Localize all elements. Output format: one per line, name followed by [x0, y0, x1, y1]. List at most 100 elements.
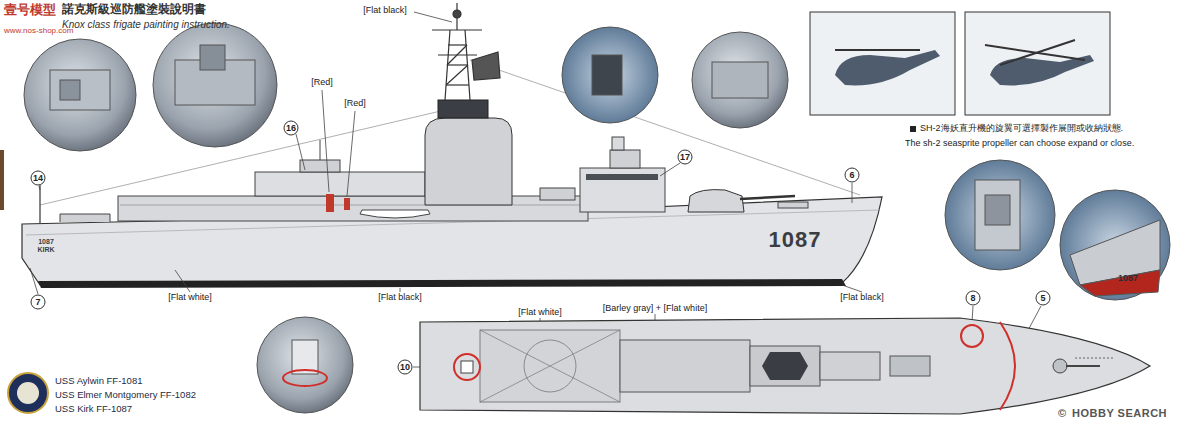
- detail-photo: [257, 317, 353, 413]
- helicopter-inset: [835, 49, 920, 51]
- leader-line: [39, 186, 40, 190]
- mast: [472, 52, 500, 80]
- leader-line: [414, 12, 452, 22]
- helicopter-inset: [810, 12, 955, 115]
- mast: [453, 10, 461, 18]
- detail-photo: [24, 23, 1170, 413]
- detail-photo: [200, 45, 225, 70]
- hull-side: [39, 185, 40, 223]
- deck-plan: [480, 330, 620, 402]
- helicopter-inset: [965, 12, 1110, 115]
- leader-line: [175, 270, 190, 292]
- wood-edge: [0, 150, 4, 210]
- mast: [446, 84, 469, 85]
- color-label: [Flat black]: [363, 5, 407, 15]
- deck-plan: [620, 340, 750, 392]
- color-label: [Flat white]: [516, 307, 564, 317]
- superstructure: [344, 198, 350, 210]
- leader-line: [30, 268, 38, 294]
- callout-circle: [31, 171, 45, 185]
- gun-turret: [688, 190, 744, 212]
- color-label: [Flat black]: [378, 292, 422, 302]
- mast: [438, 54, 477, 55]
- superstructure: [326, 194, 334, 212]
- color-label: [Red]: [344, 98, 366, 108]
- superstructure: [612, 137, 624, 150]
- superstructure: [580, 168, 665, 212]
- hull-number: 1087: [769, 227, 822, 252]
- deck-plan: [420, 318, 1150, 414]
- callout-number: 17: [680, 152, 690, 162]
- leader-line: [852, 183, 853, 203]
- deck-plan: [820, 352, 880, 380]
- leader-line: [30, 12, 1041, 367]
- deck-plan: [420, 318, 1150, 414]
- callout-circle: [398, 360, 412, 374]
- mast: [432, 3, 500, 100]
- callout-number: 16: [286, 123, 296, 133]
- superstructure: [438, 100, 488, 118]
- superstructure: [320, 140, 321, 160]
- navy-seal: [8, 373, 48, 413]
- callout-circle: [966, 291, 980, 305]
- callout-circle: [845, 168, 859, 182]
- superstructure: [118, 196, 588, 221]
- deck-plan: [890, 356, 930, 376]
- leader-line: [296, 134, 305, 170]
- color-label: [Barley gray] + [Flat white]: [601, 303, 709, 313]
- sheet-title: 諾克斯級巡防艦塗裝說明書: [62, 3, 206, 17]
- detail-photo: [592, 55, 622, 95]
- detail-photo: [692, 32, 788, 128]
- hull-side: [22, 197, 882, 285]
- callout-number: 5: [1040, 293, 1045, 303]
- hull-number: 1087: [38, 238, 54, 246]
- superstructure: [300, 160, 340, 172]
- mast: [446, 65, 468, 85]
- superstructure: [610, 150, 640, 168]
- detail-photo: [24, 39, 136, 151]
- logo-mark: ©: [1058, 407, 1066, 420]
- detail-photo: [153, 23, 277, 147]
- color-label: [Flat black]: [840, 292, 884, 302]
- gun-turret: [740, 196, 795, 199]
- deck-plan: [1066, 365, 1100, 367]
- detail-photo: [975, 180, 1020, 250]
- callout-number: 6: [849, 170, 854, 180]
- color-label: [Flat white]: [168, 292, 212, 302]
- hull-number: 1087: [1118, 273, 1138, 283]
- superstructure: [540, 188, 575, 200]
- callout-number: 10: [400, 362, 410, 372]
- hull-side: [38, 279, 846, 288]
- callout-number: 8: [970, 293, 975, 303]
- deck-plan: [524, 340, 576, 392]
- gun-turret: [778, 202, 808, 208]
- detail-photo: [292, 340, 318, 374]
- superstructure: [425, 118, 512, 205]
- detail-photo: [1080, 270, 1160, 296]
- ship-list-item: USS Aylwin FF-1081: [55, 376, 142, 387]
- logo-text: HOBBY SEARCH: [1072, 407, 1167, 420]
- leader-line: [400, 288, 401, 292]
- leader-line: [842, 285, 862, 292]
- detail-photo: [562, 27, 658, 123]
- detail-photo: [50, 70, 110, 110]
- helicopter-inset: [1000, 40, 1075, 65]
- leader-line: [660, 163, 680, 176]
- mast: [432, 29, 482, 30]
- ship-list-item: USS Kirk FF-1087: [55, 404, 132, 415]
- detail-photo: [712, 62, 768, 98]
- deck-plan: [461, 361, 473, 373]
- callout-number: 7: [35, 297, 40, 307]
- detail-photo: [1060, 190, 1170, 300]
- detail-photo: [985, 195, 1010, 225]
- detail-photo: [283, 370, 327, 386]
- deck-plan: [1053, 359, 1067, 373]
- navy-seal: [8, 373, 48, 413]
- superstructure: [360, 210, 430, 218]
- deck-plan: [762, 352, 808, 380]
- note-text: SH-2海妖直升機的旋翼可選擇製作展開或收納狀態.: [920, 123, 1123, 133]
- superstructure: [120, 205, 585, 206]
- deck-plan: [480, 330, 620, 402]
- deck-plan: [1000, 322, 1015, 410]
